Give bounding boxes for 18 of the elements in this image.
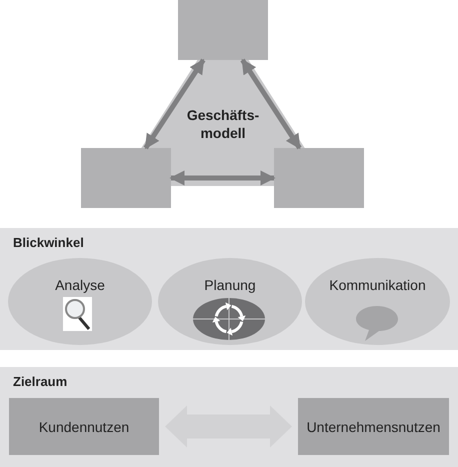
arrow — [144, 58, 206, 150]
empty-box — [178, 0, 268, 60]
section-heading: Blickwinkel — [13, 235, 84, 250]
process-box — [9, 398, 159, 455]
arrow — [240, 58, 302, 150]
node-label: Analyse — [54, 277, 106, 293]
empty-box — [81, 148, 171, 208]
node-label: Unternehmensnutzen — [306, 418, 442, 434]
section-heading: Zielraum — [13, 374, 68, 389]
process-box — [298, 398, 449, 455]
arrow — [170, 170, 276, 186]
section-panel — [0, 228, 458, 350]
empty-box — [274, 148, 364, 208]
node-label: Planung — [203, 277, 257, 293]
node-label: Geschäfts-modell — [186, 106, 260, 142]
node-label: Kundennutzen — [38, 418, 130, 434]
section-panel — [0, 367, 458, 467]
node-label: Kommunikation — [328, 277, 427, 293]
